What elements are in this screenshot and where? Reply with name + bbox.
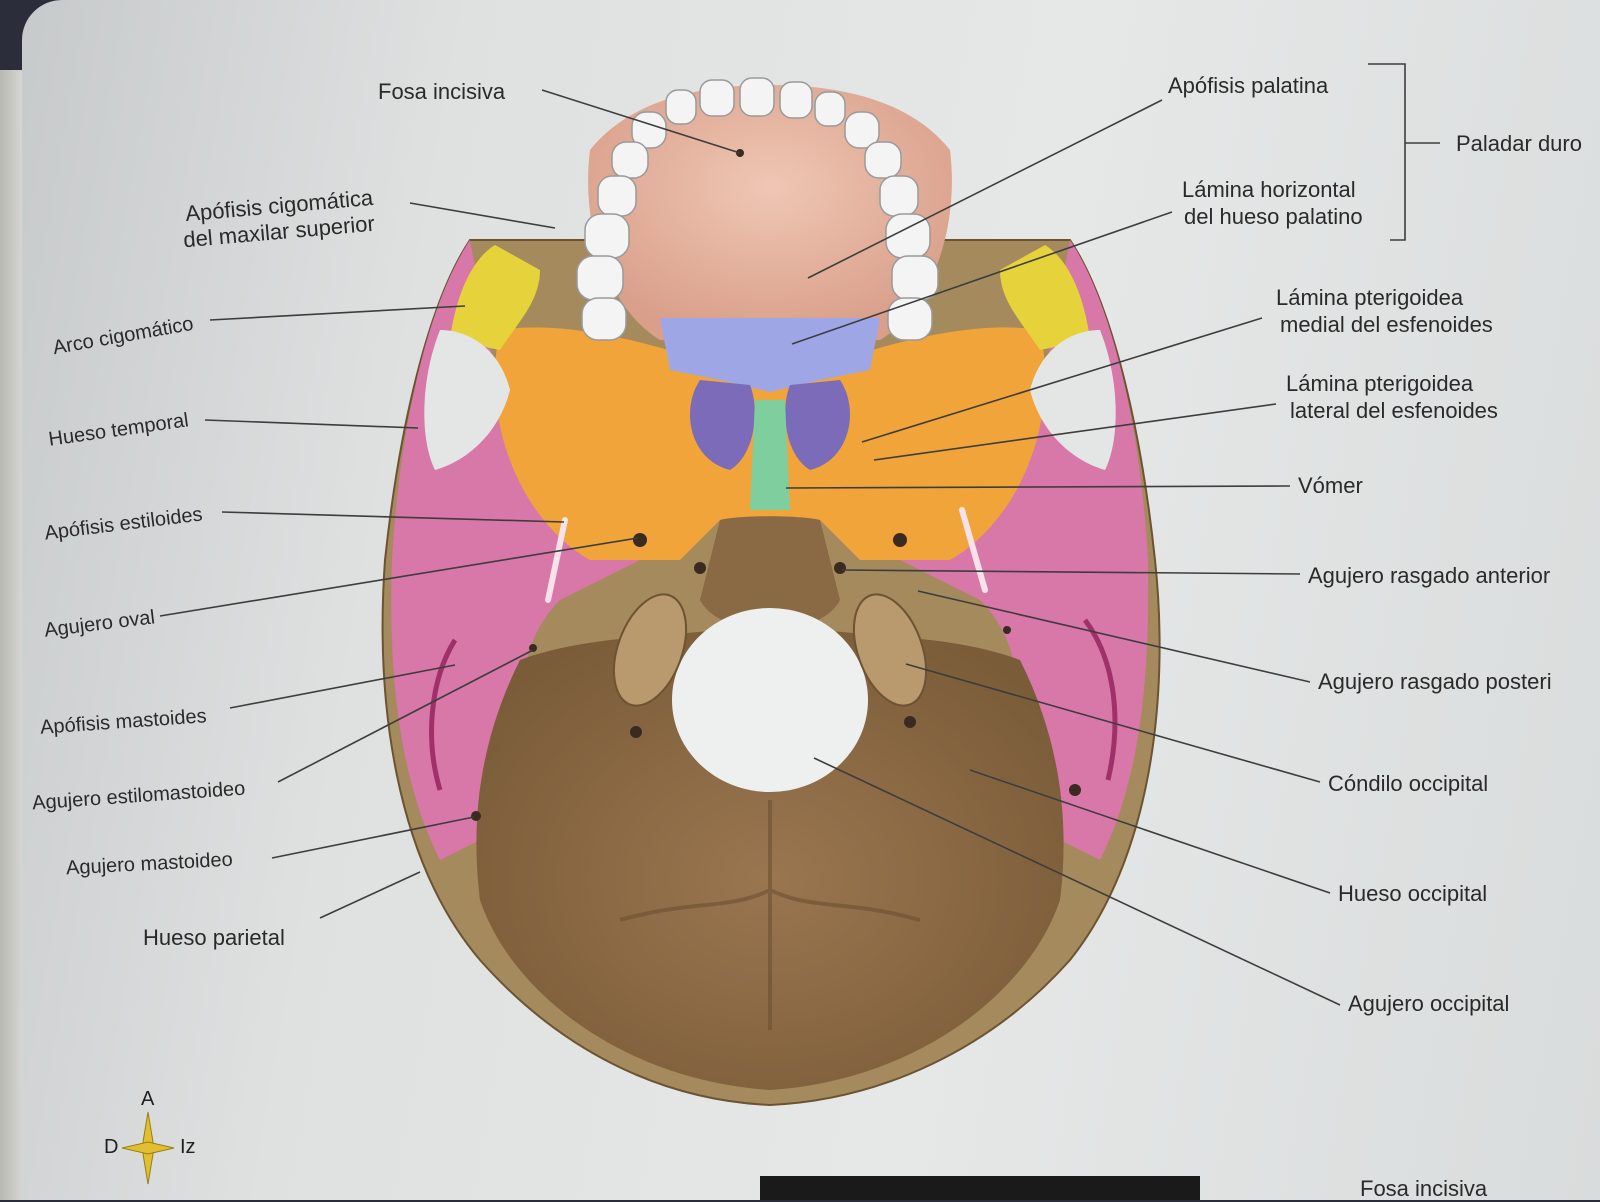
occipital-crest	[619, 800, 921, 1030]
label-lamina-pterigoidea-lateral-2: lateral del esfenoides	[1290, 398, 1498, 423]
styloid-right	[959, 507, 988, 593]
foramen-magnum	[672, 608, 868, 792]
mastoid-right	[1082, 618, 1118, 781]
palatine-bone	[660, 318, 880, 392]
foramina	[471, 149, 1081, 821]
temporal-fossa-left	[424, 330, 510, 470]
choana-left	[690, 380, 755, 470]
styloid-left	[545, 517, 568, 603]
label-hueso-occipital: Hueso occipital	[1338, 881, 1488, 906]
label-fosa-incisiva: Fosa incisiva	[378, 79, 506, 104]
occipital-condyle-left	[612, 593, 688, 707]
compass-left: Iz	[180, 1136, 196, 1158]
label-apofisis-palatina: Apófisis palatina	[1168, 73, 1329, 98]
label-agujero-rasgado-anterior: Agujero rasgado anterior	[1308, 563, 1551, 588]
basilar-occipital	[700, 516, 840, 630]
page-bottom-bar	[760, 1176, 1200, 1200]
temporal-fossa-right	[1030, 330, 1116, 470]
choana-right	[785, 380, 850, 470]
label-agujero-occipital: Agujero occipital	[1348, 991, 1510, 1016]
label-vomer: Vómer	[1298, 473, 1363, 498]
mastoid-left	[429, 638, 458, 791]
label-lamina-pterigoidea-medial-1: Lámina pterigoidea	[1276, 285, 1464, 310]
orientation-compass	[121, 1111, 175, 1185]
label-lamina-horizontal-1: Lámina horizontal	[1182, 177, 1356, 202]
compass-anterior: A	[141, 1088, 155, 1110]
zygomatic-right	[1000, 245, 1090, 350]
label-lamina-pterigoidea-lateral-1: Lámina pterigoidea	[1286, 371, 1474, 396]
vomer-bone	[750, 400, 790, 510]
label-lamina-horizontal-2: del hueso palatino	[1184, 204, 1363, 229]
label-paladar-duro: Paladar duro	[1456, 131, 1582, 156]
footer-text: Fosa incisiva	[1360, 1176, 1488, 1201]
book-spine	[0, 70, 22, 1200]
zygomatic-left	[450, 245, 540, 350]
compass-right: D	[104, 1136, 119, 1158]
leader-lines	[159, 63, 1440, 1006]
label-agujero-rasgado-posterior: Agujero rasgado posteri	[1318, 669, 1552, 694]
label-lamina-pterigoidea-medial-2: medial del esfenoides	[1280, 312, 1493, 337]
occipital-condyle-right	[852, 593, 928, 707]
label-hueso-parietal: Hueso parietal	[143, 925, 285, 950]
label-condilo-occipital: Cóndilo occipital	[1328, 771, 1489, 796]
